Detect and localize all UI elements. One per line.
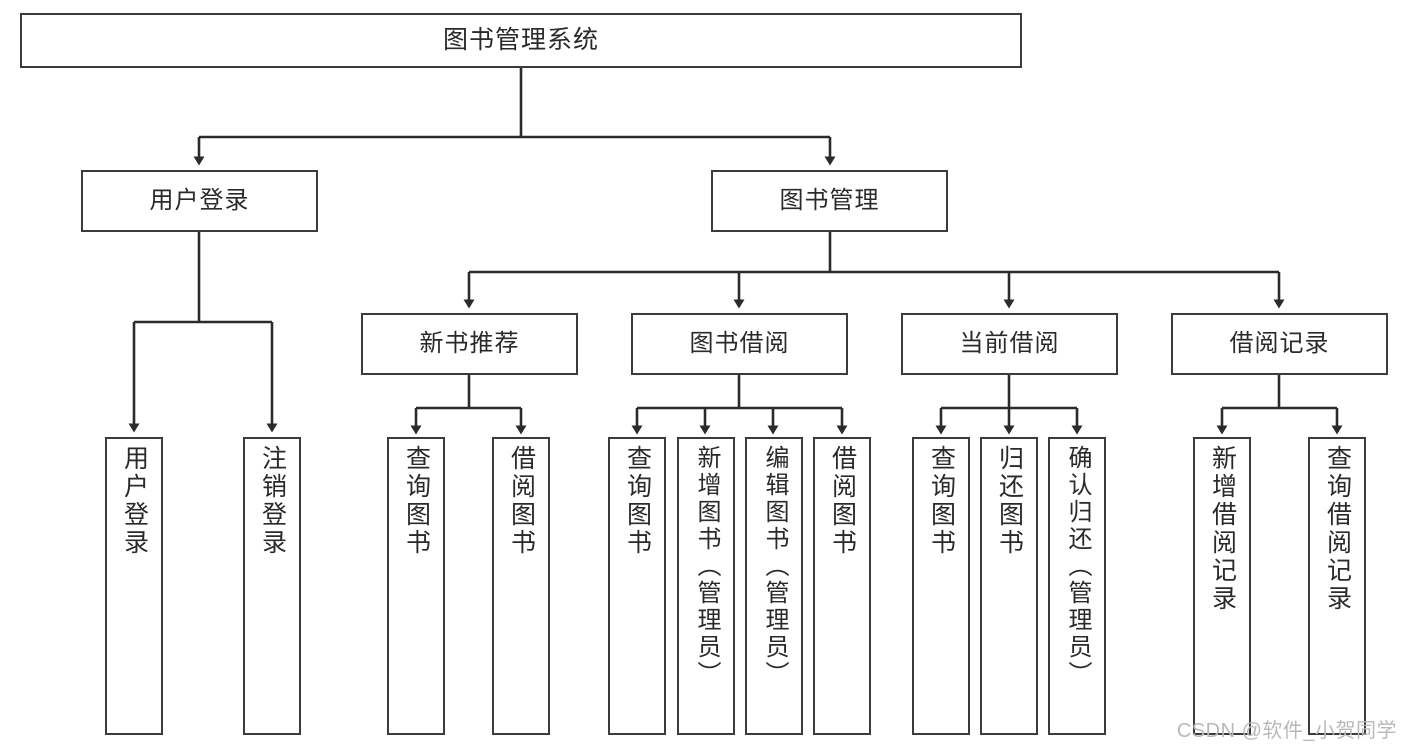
leaf-new-book-query-books[interactable]: 查询图书 [387, 437, 445, 735]
node-label: 图书管理系统 [442, 25, 599, 54]
node-label: 确认归还（管理员） [1063, 445, 1091, 688]
node-root-book-management-system[interactable]: 图书管理系统 [20, 13, 1022, 68]
leaf-borrow-query-books[interactable]: 查询图书 [608, 437, 666, 735]
node-label: 借阅图书 [507, 445, 536, 557]
node-label: 图书借阅 [689, 330, 790, 357]
leaf-borrow-edit-book-admin[interactable]: 编辑图书（管理员） [745, 437, 803, 735]
node-label: 借阅记录 [1229, 330, 1330, 357]
node-label: 图书管理 [779, 187, 880, 214]
leaf-new-book-borrow-books[interactable]: 借阅图书 [492, 437, 550, 735]
leaf-current-return-books[interactable]: 归还图书 [980, 437, 1038, 735]
node-label: 用户登录 [149, 187, 250, 214]
node-label: 查询借阅记录 [1323, 445, 1352, 613]
leaf-borrow-add-book-admin[interactable]: 新增图书（管理员） [677, 437, 735, 735]
node-current-borrowing[interactable]: 当前借阅 [901, 313, 1118, 375]
node-label: 用户登录 [120, 445, 149, 557]
node-label: 当前借阅 [959, 330, 1060, 357]
node-borrowing-records[interactable]: 借阅记录 [1171, 313, 1388, 375]
leaf-record-query-borrow-record[interactable]: 查询借阅记录 [1308, 437, 1366, 735]
leaf-user-login-logout[interactable]: 注销登录 [243, 437, 301, 735]
csdn-watermark: CSDN @软件_小贺同学 [1176, 720, 1397, 742]
node-label: 新增图书（管理员） [692, 445, 720, 688]
node-new-book-recommendation[interactable]: 新书推荐 [361, 313, 578, 375]
leaf-current-confirm-return-admin[interactable]: 确认归还（管理员） [1048, 437, 1106, 735]
node-label: 编辑图书（管理员） [760, 445, 788, 688]
node-label: 查询图书 [623, 445, 652, 557]
node-label: 查询图书 [402, 445, 431, 557]
node-book-borrowing[interactable]: 图书借阅 [631, 313, 848, 375]
node-label: 注销登录 [258, 445, 287, 557]
node-label: 归还图书 [995, 445, 1024, 557]
leaf-borrow-borrow-books[interactable]: 借阅图书 [813, 437, 871, 735]
node-user-login[interactable]: 用户登录 [81, 170, 318, 232]
node-book-management[interactable]: 图书管理 [711, 170, 948, 232]
node-label: 查询图书 [927, 445, 956, 557]
node-label: 新增借阅记录 [1208, 445, 1237, 613]
leaf-user-login-login[interactable]: 用户登录 [105, 437, 163, 735]
node-label: 新书推荐 [419, 330, 520, 357]
leaf-current-query-books[interactable]: 查询图书 [912, 437, 970, 735]
leaf-record-add-borrow-record[interactable]: 新增借阅记录 [1193, 437, 1251, 735]
node-label: 借阅图书 [828, 445, 857, 557]
